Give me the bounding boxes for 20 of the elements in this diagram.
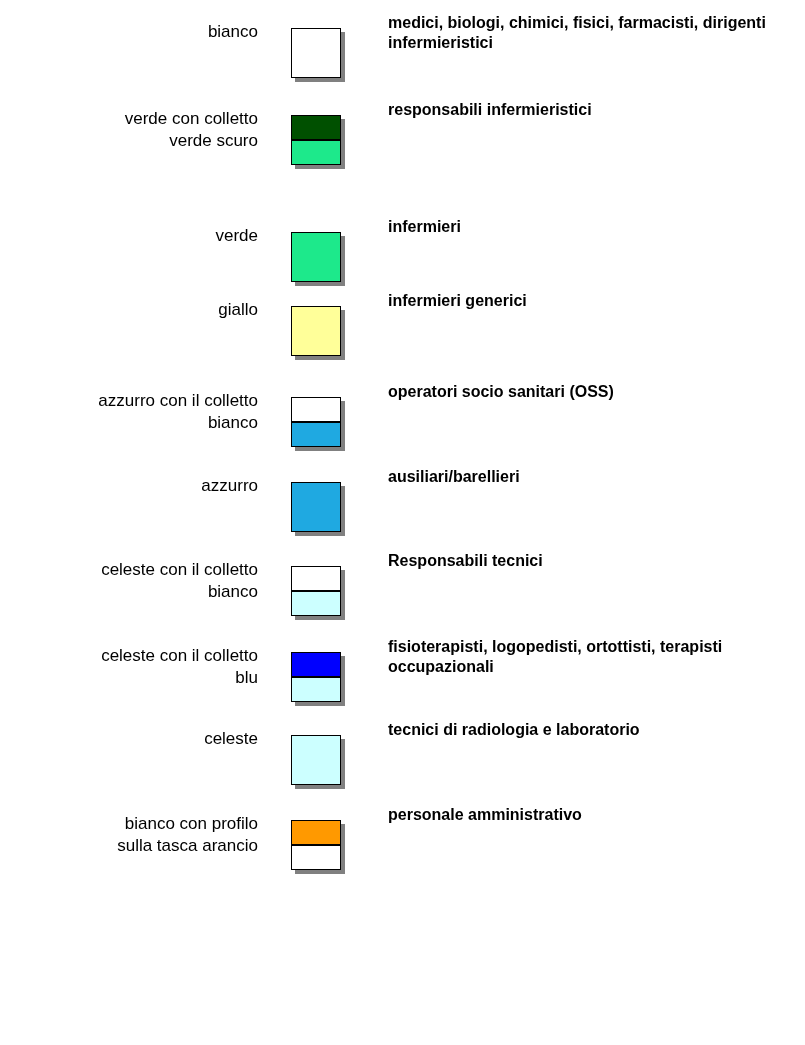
color-name: verde	[214, 225, 258, 247]
role-text: Responsabili tecnici	[388, 551, 544, 571]
role-text: personale amministrativo	[388, 805, 583, 825]
role-text: responsabili infermieristici	[388, 100, 593, 120]
role-text: medici, biologi, chimici, fisici, farmacisti, dirigenti infermieristici	[388, 13, 767, 53]
color-name: bianco	[206, 21, 258, 43]
role-text: ausiliari/barellieri	[388, 467, 521, 487]
color-name: bianco con profilo sulla tasca arancio	[116, 813, 258, 857]
color-name: celeste	[203, 728, 258, 750]
color-name: azzurro	[200, 475, 258, 497]
color-name: verde con colletto verde scuro	[123, 108, 258, 152]
role-text: infermieri	[388, 217, 462, 237]
color-name: celeste con il colletto bianco	[100, 559, 258, 603]
role-text: infermieri generici	[388, 291, 528, 311]
color-name: giallo	[217, 299, 258, 321]
role-text: tecnici di radiologia e laboratorio	[388, 720, 641, 740]
color-name: azzurro con il colletto bianco	[97, 390, 258, 434]
color-name: celeste con il colletto blu	[100, 645, 258, 689]
role-text: operatori socio sanitari (OSS)	[388, 382, 615, 402]
role-text: fisioterapisti, logopedisti, ortottisti, terapisti occupazionali	[388, 637, 724, 677]
